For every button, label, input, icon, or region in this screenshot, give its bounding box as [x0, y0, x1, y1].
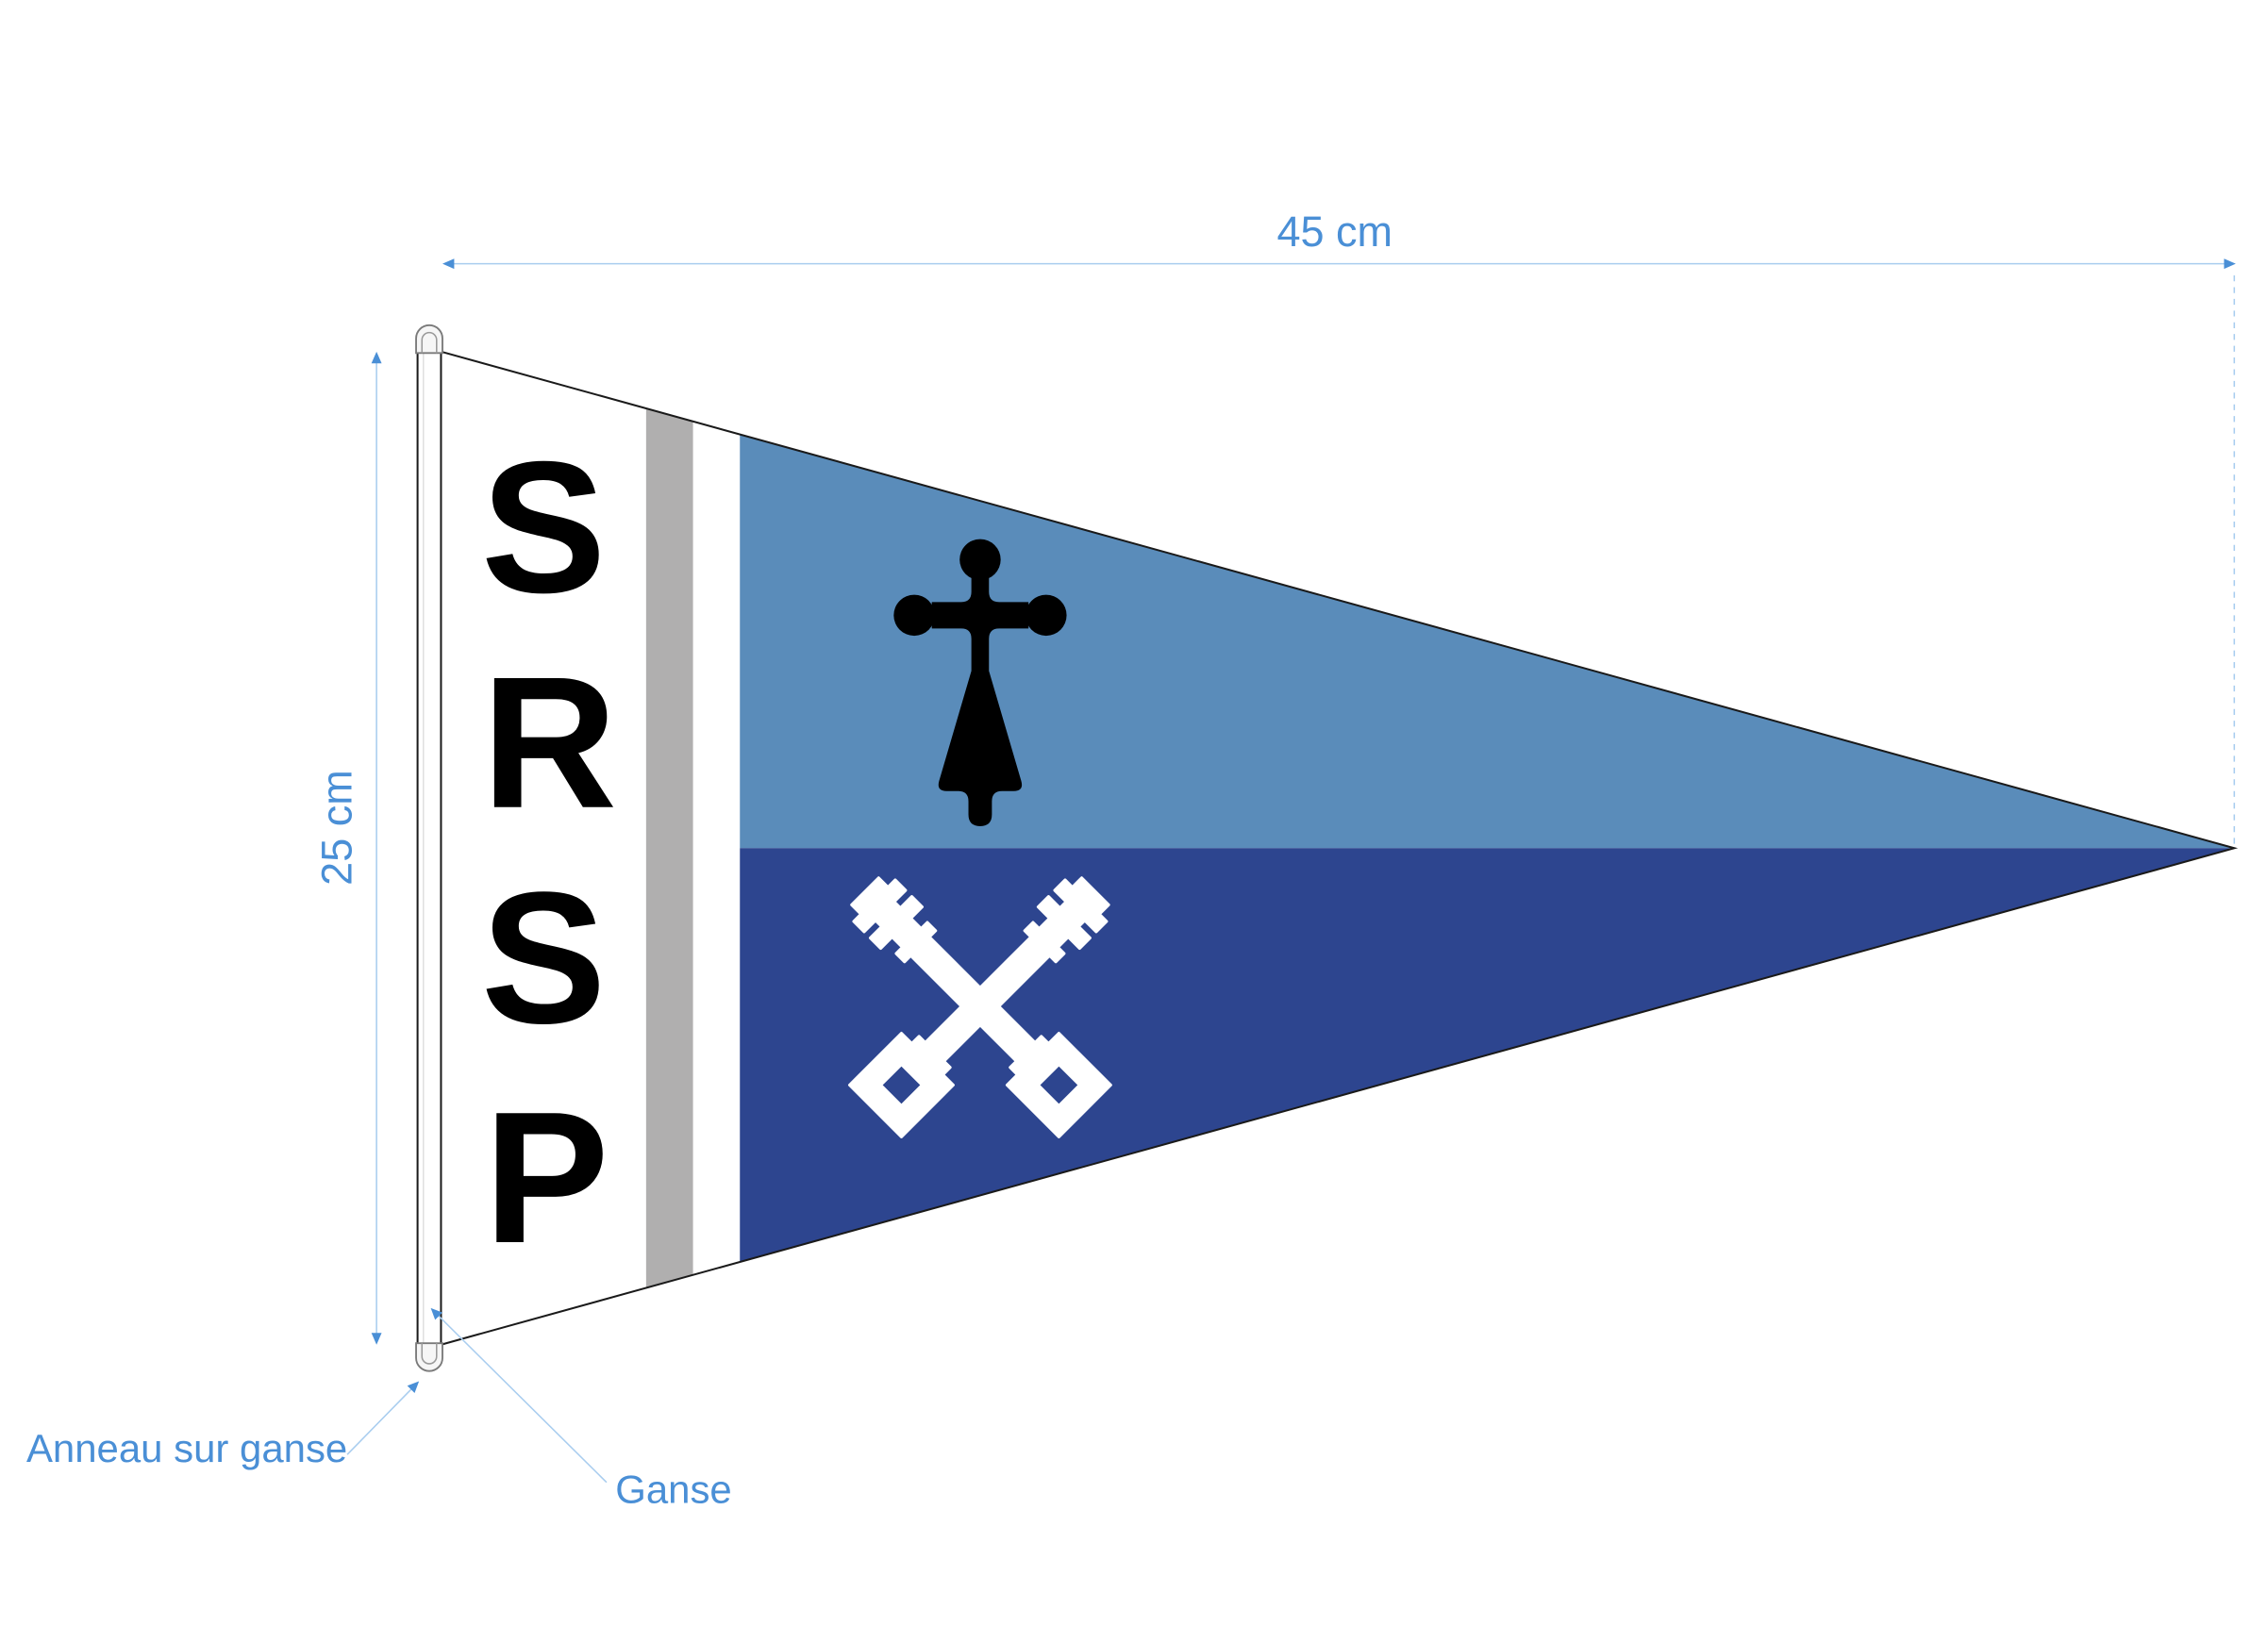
ring-annotation: Anneau sur ganse: [26, 1381, 420, 1470]
letter-1: S: [481, 423, 607, 633]
sleeve-leader-line: [434, 1312, 608, 1484]
sleeve-label: Ganse: [615, 1467, 732, 1511]
height-label: 25 cm: [313, 770, 361, 886]
ermine-dot-top: [959, 539, 1001, 581]
height-arrow-bottom: [371, 1333, 382, 1345]
letter-3: S: [481, 854, 607, 1063]
ring-leader-arrow: [407, 1381, 420, 1393]
letter-2: R: [482, 639, 618, 848]
top-ring-icon: [415, 324, 443, 355]
sleeve-body: [416, 349, 442, 1348]
ring-leader-line: [346, 1384, 417, 1455]
width-arrow-right: [2224, 258, 2236, 270]
sleeve-leader-arrow: [430, 1307, 442, 1320]
ring-label: Anneau sur ganse: [26, 1426, 347, 1470]
letter-4: P: [484, 1073, 609, 1283]
height-dimension: 25 cm: [313, 351, 382, 1345]
sleeve-annotation: Ganse: [430, 1307, 732, 1511]
ermine-icon: [893, 539, 1067, 826]
ermine-dot-left: [893, 594, 935, 637]
width-arrow-left: [442, 258, 455, 270]
grey-stripe: [645, 408, 693, 1288]
bottom-ring-icon: [415, 1342, 443, 1372]
ermine-body: [931, 571, 1029, 826]
crossed-keys-icon: [848, 876, 1112, 1138]
width-dimension: 45 cm: [442, 207, 2236, 844]
height-arrow-top: [371, 351, 382, 364]
width-label: 45 cm: [1276, 207, 1392, 256]
sleeve: [415, 324, 443, 1372]
club-letters: S R S P: [481, 423, 617, 1284]
pennant: S R S P: [441, 350, 2239, 1346]
key-right-to-left: [848, 876, 1110, 1138]
ermine-dot-right: [1026, 594, 1067, 637]
pennant-outline: [441, 350, 2239, 1346]
